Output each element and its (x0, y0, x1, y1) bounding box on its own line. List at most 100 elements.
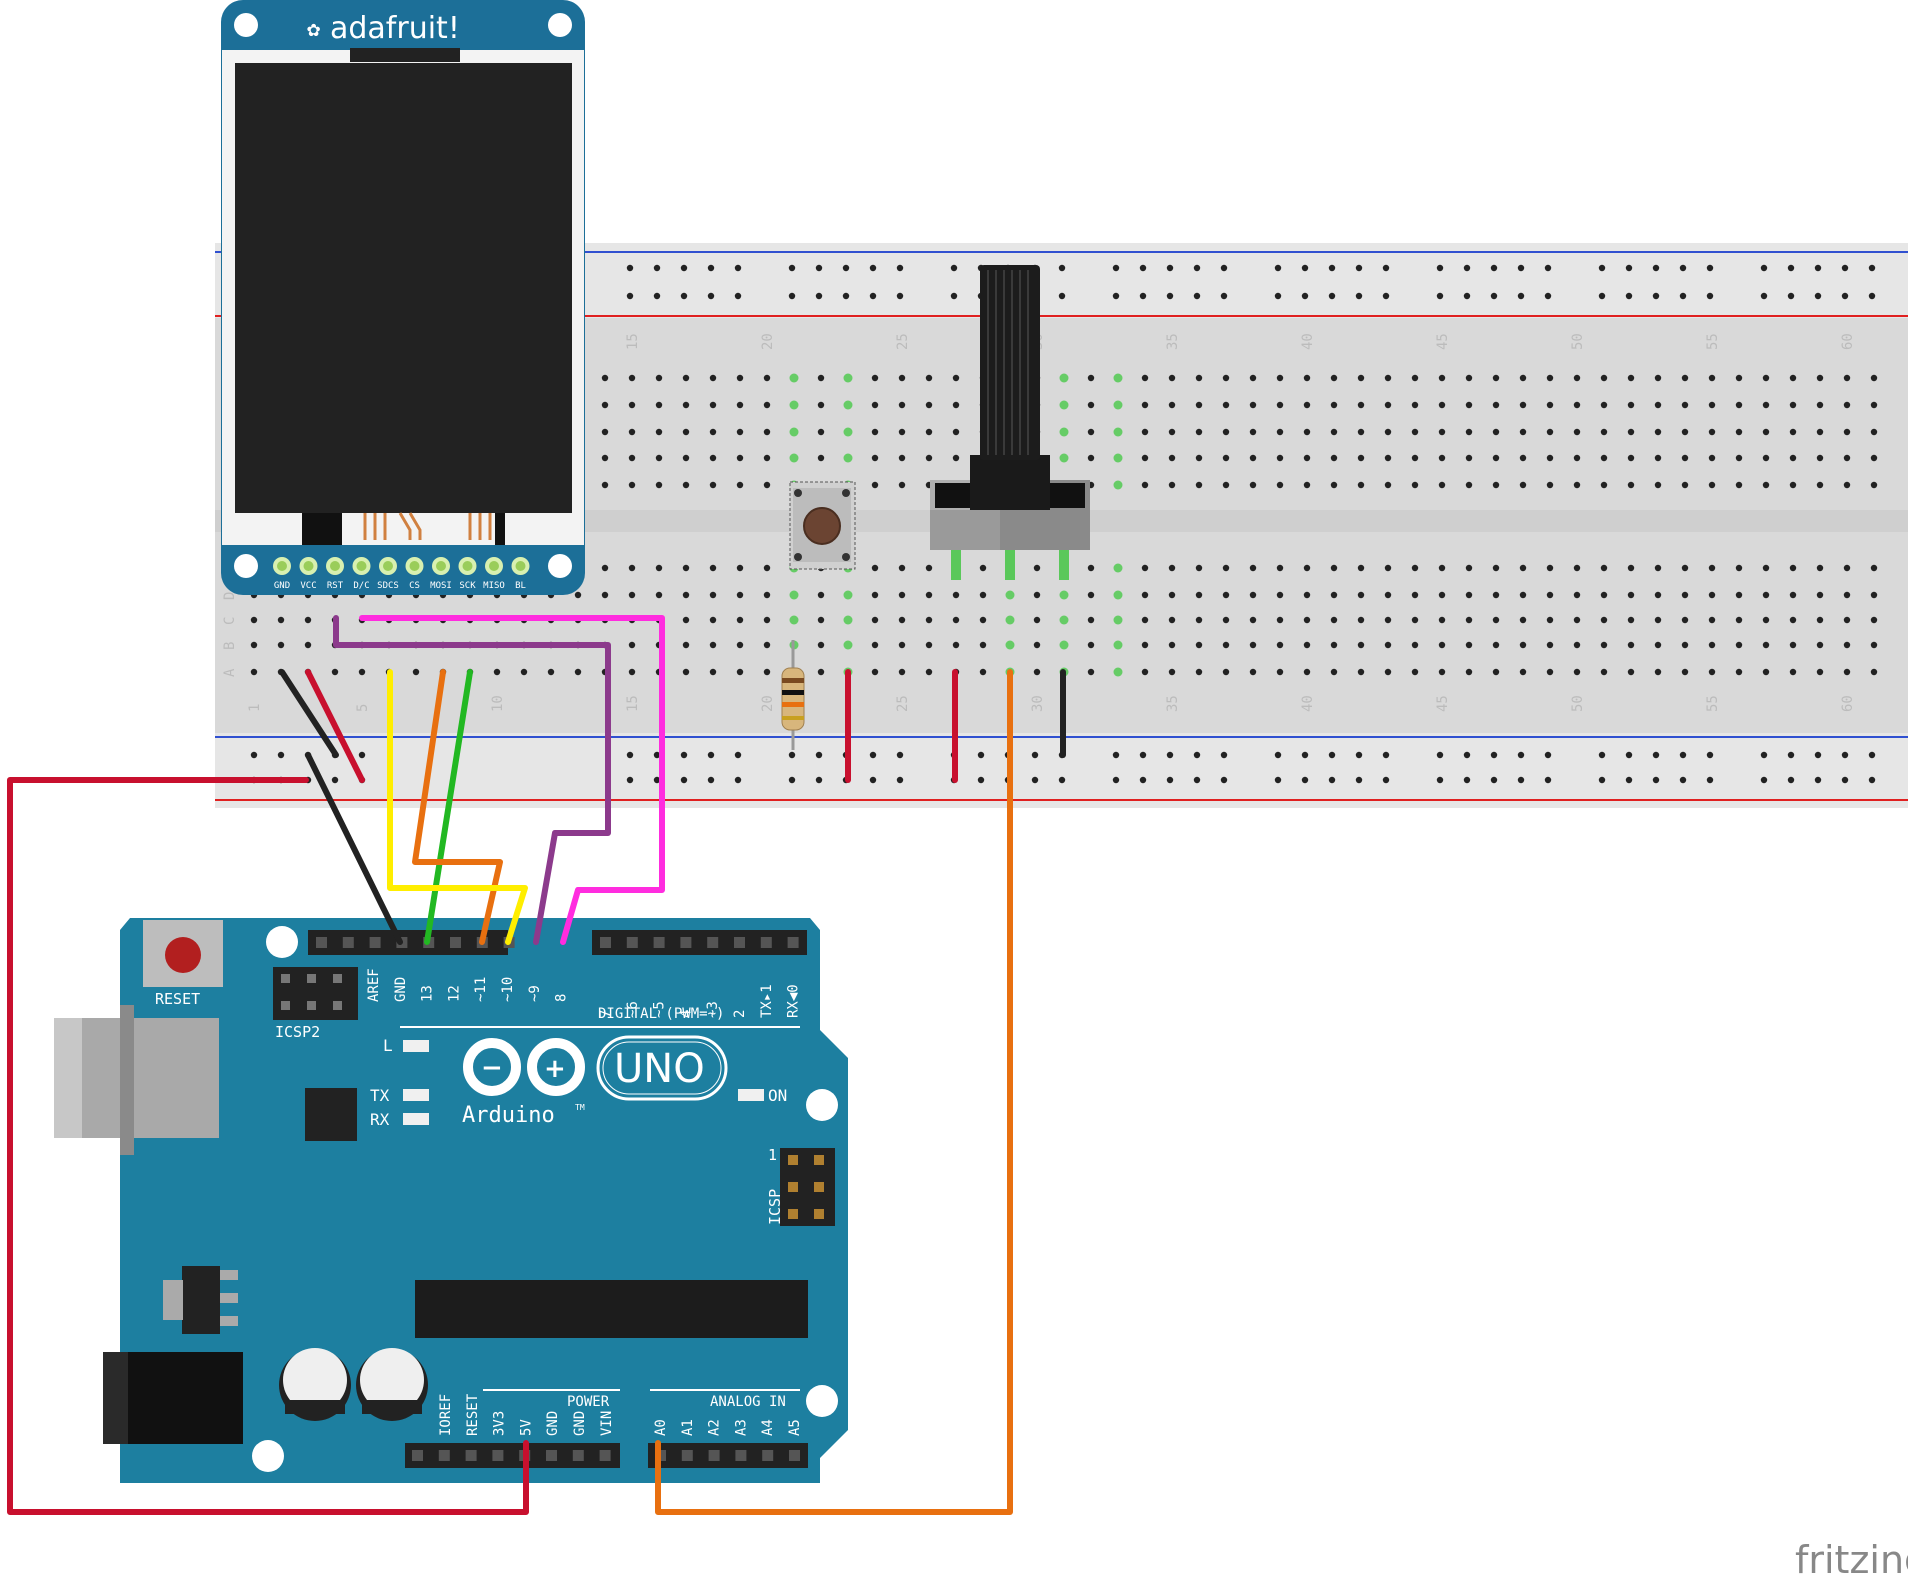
breadboard-hole (952, 591, 960, 599)
rail-hole (1139, 264, 1147, 272)
breadboard-hole (1816, 454, 1824, 462)
rail-hole (788, 776, 796, 784)
breadboard-hole (843, 615, 853, 625)
rail-hole (869, 292, 877, 300)
breadboard-hole (1681, 481, 1689, 489)
rail-hole (842, 292, 850, 300)
rail-hole (1598, 292, 1606, 300)
breadboard-hole (1303, 374, 1311, 382)
breadboard-hole (817, 401, 825, 409)
breadboard-hole (1789, 668, 1797, 676)
breadboard-hole (1546, 374, 1554, 382)
rail-hole (1301, 264, 1309, 272)
breadboard-hole (1708, 481, 1716, 489)
wire-yellow-10-to-rst (387, 669, 528, 945)
rail-hole (1760, 776, 1768, 784)
breadboard-hole (1303, 454, 1311, 462)
breadboard-hole (277, 616, 285, 624)
digital-label: DIGITAL (PWM=~) (598, 1006, 724, 1022)
breadboard-hole (1411, 641, 1419, 649)
breadboard-hole (601, 481, 609, 489)
breadboard-hole (1843, 428, 1851, 436)
breadboard-hole (1789, 564, 1797, 572)
rail-hole (1544, 292, 1552, 300)
rail-hole (1139, 776, 1147, 784)
header-pin (653, 937, 665, 948)
rail-hole (1544, 776, 1552, 784)
breadboard-hole (763, 481, 771, 489)
column-number: 35 (1165, 333, 1181, 350)
column-number: 10 (490, 695, 506, 712)
breadboard-hole (1330, 668, 1338, 676)
header-pin (369, 937, 381, 948)
breadboard-hole (1465, 428, 1473, 436)
breadboard-hole (1519, 401, 1527, 409)
column-number: 15 (625, 333, 641, 350)
column-number: 20 (760, 333, 776, 350)
breadboard-hole (1681, 616, 1689, 624)
rail-hole (680, 776, 688, 784)
breadboard-hole (871, 564, 879, 572)
column-number: 55 (1705, 333, 1721, 350)
breadboard-hole (1627, 668, 1635, 676)
rail-hole (1463, 264, 1471, 272)
breadboard-hole (925, 641, 933, 649)
analog-header (648, 1443, 808, 1468)
breadboard-hole (1789, 374, 1797, 382)
breadboard-hole (682, 374, 690, 382)
breadboard-hole (1735, 591, 1743, 599)
breadboard-hole (1141, 668, 1149, 676)
voltage-regulator (182, 1266, 220, 1334)
breadboard-hole (1654, 454, 1662, 462)
breadboard-hole (817, 454, 825, 462)
breadboard-hole (1465, 616, 1473, 624)
breadboard-hole (1276, 591, 1284, 599)
breadboard-hole (628, 428, 636, 436)
column-number: 60 (1840, 695, 1856, 712)
column-number: 25 (895, 695, 911, 712)
push-button[interactable] (789, 481, 856, 570)
pin-label: GND (572, 1411, 588, 1436)
rail-hole (1841, 776, 1849, 784)
column-number: 20 (760, 695, 776, 712)
breadboard-hole (789, 453, 799, 463)
breadboard-hole (925, 374, 933, 382)
breadboard-hole (1492, 591, 1500, 599)
rail-hole (1625, 264, 1633, 272)
breadboard-hole (1600, 374, 1608, 382)
breadboard-hole (250, 641, 258, 649)
potentiometer[interactable] (930, 265, 1090, 580)
header-pin (626, 937, 638, 948)
breadboard-hole (1113, 400, 1123, 410)
breadboard-hole (520, 668, 528, 676)
breadboard-hole (1357, 374, 1365, 382)
breadboard-hole (1438, 428, 1446, 436)
pin-label: A1 (680, 1419, 696, 1436)
breadboard-hole (1870, 591, 1878, 599)
breadboard-hole (817, 616, 825, 624)
svg-text:+: + (544, 1054, 566, 1084)
breadboard-hole (736, 428, 744, 436)
rail-hole (950, 264, 958, 272)
pin-label: GND (393, 977, 409, 1002)
rail-hole (1787, 776, 1795, 784)
tft-pin-label: BL (515, 581, 526, 591)
rail-hole (788, 292, 796, 300)
rail-hole (1274, 292, 1282, 300)
rail-hole (1868, 776, 1876, 784)
breadboard-hole (1384, 481, 1392, 489)
breadboard-hole (1141, 454, 1149, 462)
breadboard-hole (1438, 668, 1446, 676)
breadboard-hole (1816, 481, 1824, 489)
breadboard-hole (1087, 591, 1095, 599)
breadboard-hole (1357, 591, 1365, 599)
rail-hole (1490, 776, 1498, 784)
breadboard-hole (1141, 564, 1149, 572)
breadboard-hole (1519, 428, 1527, 436)
pin-label: GND (545, 1411, 561, 1436)
power-label: POWER (567, 1394, 610, 1410)
